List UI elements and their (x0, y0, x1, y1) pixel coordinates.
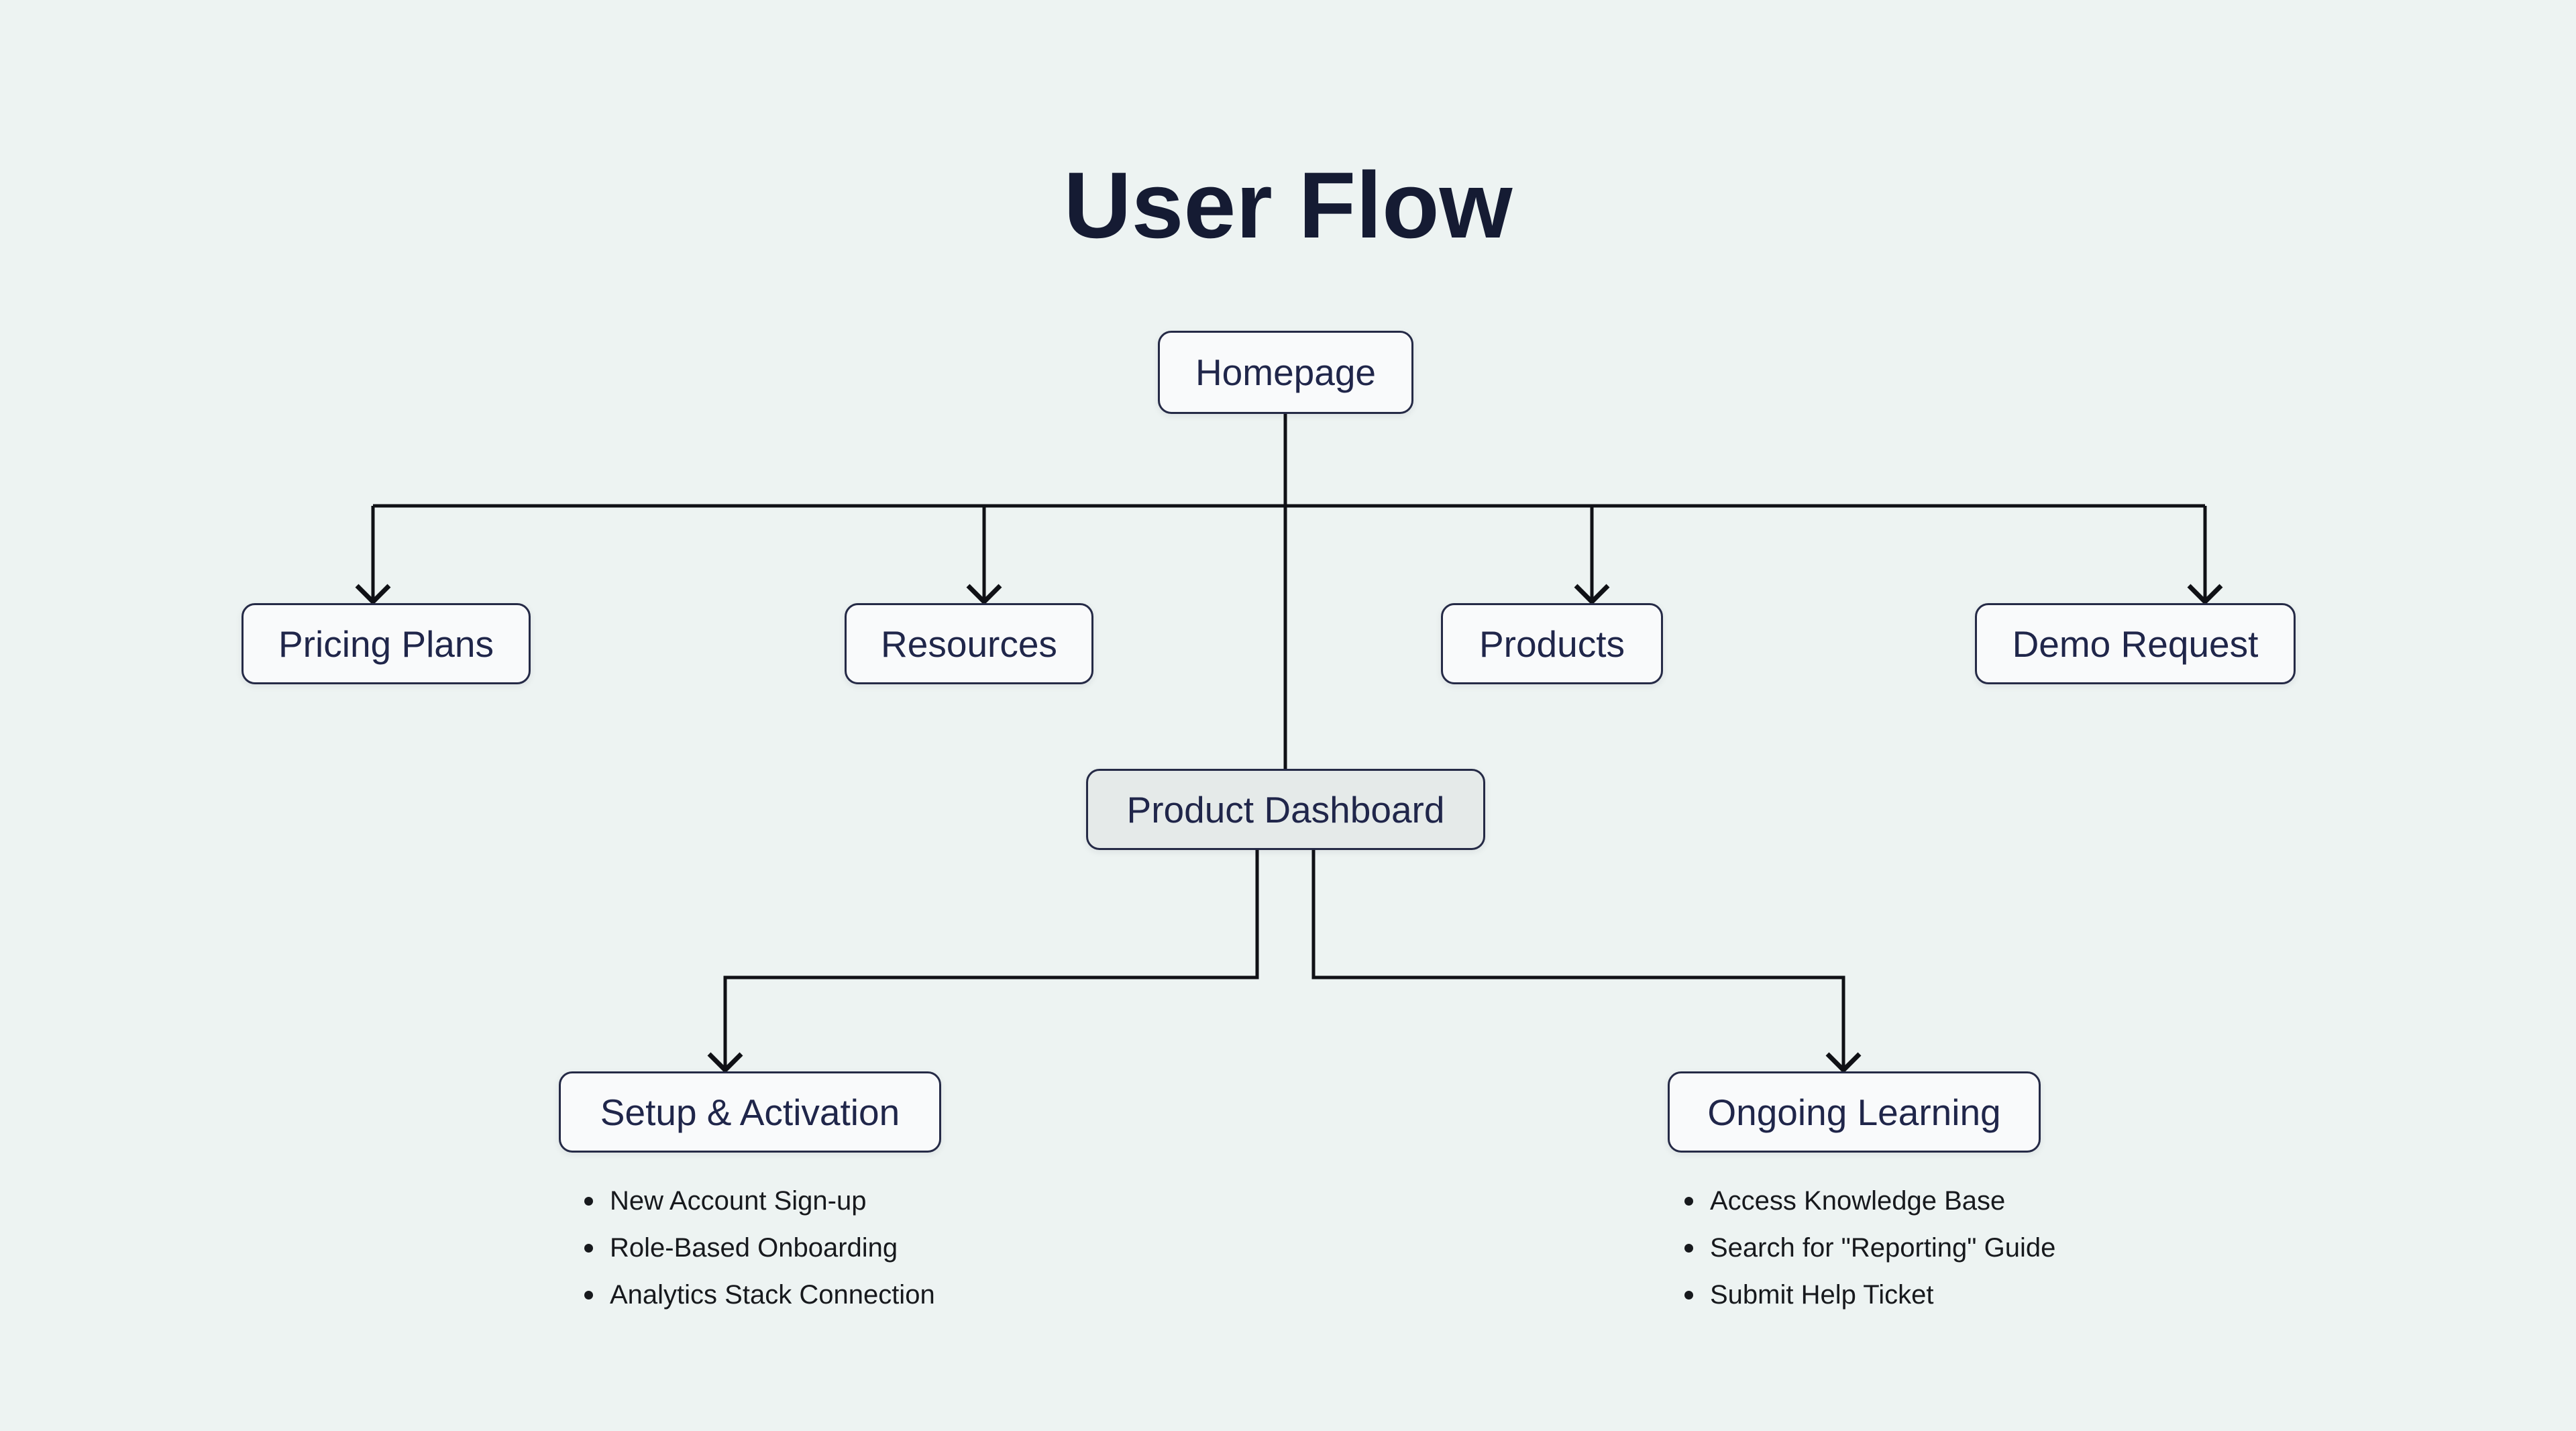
bullet-item: Submit Help Ticket (1667, 1271, 2055, 1318)
node-product-dashboard: Product Dashboard (1086, 769, 1485, 850)
node-resources: Resources (845, 603, 1093, 684)
node-pricing-plans: Pricing Plans (241, 603, 531, 684)
node-homepage: Homepage (1158, 331, 1413, 414)
node-products: Products (1441, 603, 1663, 684)
bullet-item: Search for "Reporting" Guide (1667, 1224, 2055, 1271)
arrowhead-ongoing-learning (1825, 1052, 1862, 1073)
bullet-item: Role-Based Onboarding (567, 1224, 935, 1271)
node-ongoing-learning: Ongoing Learning (1668, 1071, 2041, 1153)
node-label: Ongoing Learning (1707, 1091, 2001, 1133)
arrowhead-pricing-plans (355, 584, 391, 605)
ongoing-learning-bullet-list: Access Knowledge Base Search for "Report… (1667, 1177, 2055, 1318)
node-demo-request: Demo Request (1975, 603, 2296, 684)
node-label: Product Dashboard (1126, 788, 1445, 831)
node-label: Products (1479, 623, 1625, 665)
edge-dashboard-to-learning (1311, 850, 1845, 1068)
node-label: Pricing Plans (278, 623, 494, 665)
node-label: Setup & Activation (600, 1091, 900, 1133)
setup-activation-bullet-list: New Account Sign-up Role-Based Onboardin… (567, 1177, 935, 1318)
bullet-item: Analytics Stack Connection (567, 1271, 935, 1318)
node-label: Resources (881, 623, 1057, 665)
arrowhead-products (1574, 584, 1610, 605)
page-title: User Flow (1063, 152, 1513, 258)
edge-dashboard-to-setup (723, 850, 1259, 1068)
arrowhead-demo-request (2187, 584, 2223, 605)
bullet-item: Access Knowledge Base (1667, 1177, 2055, 1224)
arrowhead-setup-activation (707, 1052, 743, 1073)
node-setup-activation: Setup & Activation (559, 1071, 941, 1153)
arrowhead-resources (966, 584, 1002, 605)
bullet-item: New Account Sign-up (567, 1177, 935, 1224)
node-label: Demo Request (2012, 623, 2259, 665)
node-label: Homepage (1195, 352, 1377, 393)
